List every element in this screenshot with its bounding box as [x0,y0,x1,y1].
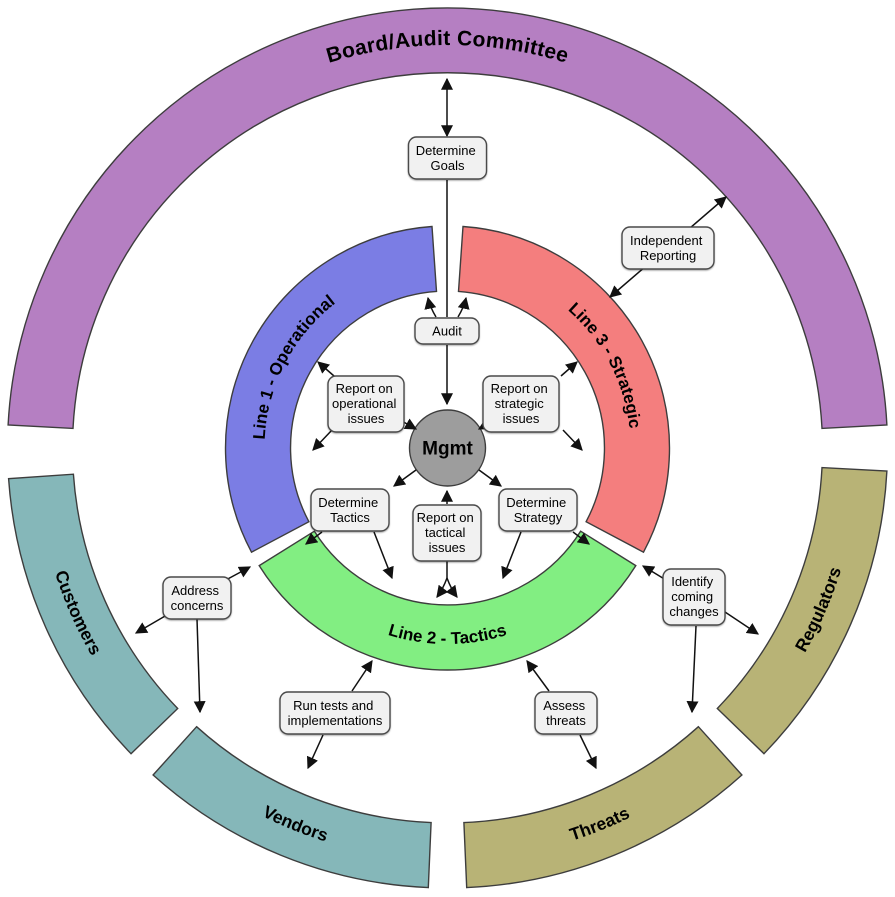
outer-arc-board [7,7,888,430]
independent-reporting-line2: Reporting [640,248,696,263]
arrow-strategic-arc-bottom [562,429,583,451]
arrow-tactics-gap [305,531,323,545]
outer-arc-customers [7,473,179,755]
arrow-operational-arc-bottom [312,429,333,451]
outer-arc-vendors [152,725,432,889]
svg-text:Assess threats: Assess threats [543,698,589,728]
arrow-runtests-line2 [351,660,373,692]
assess-threats-line1: Assess [543,698,585,713]
arrow-assess-line2 [526,660,550,692]
svg-text:Determine Goals: Determine Goals [416,143,480,173]
svg-text:Address concerns: Address concerns [171,583,224,613]
identify-changes-line3: changes [669,604,719,619]
arrow-identify-regulators [721,609,759,635]
address-concerns-box: Address concerns [162,576,232,620]
determine-goals-line2: Goals [431,158,465,173]
determine-strategy-line2: Strategy [514,510,563,525]
svg-text:Audit: Audit [432,324,462,339]
report-tactical-line1: Report on [417,510,474,525]
report-strategic-box: Report on strategic issues [482,375,560,433]
outer-arc-regulators [716,466,888,755]
svg-text:Identify coming ch: Identify coming changes [669,574,719,619]
arrow-mgmt-tactics [393,469,417,487]
independent-reporting-box: Independent Reporting [621,226,715,270]
svg-text:Determine Strategy: Determine Strategy [506,495,570,525]
arrow-runtests-vendors [307,734,324,770]
svg-text:Independent Reporting: Independent Reporting [630,233,706,263]
inner-arc-line1 [224,225,438,554]
arrow-operational-arc-top [317,361,335,377]
svg-text:Report on operational: Report on operational issues [332,381,400,426]
svg-text:Report on tactical: Report on tactical issues [417,510,478,555]
report-operational-box: Report on operational issues [327,375,405,433]
determine-goals-line1: Determine [416,143,476,158]
run-tests-line1: Run tests and [293,698,373,713]
assess-threats-box: Assess threats [534,691,598,735]
address-concerns-line1: Address [171,583,219,598]
independent-reporting-line1: Independent [630,233,703,248]
report-tactical-line3: issues [429,540,466,555]
inner-arc-line2 [258,530,637,671]
address-concerns-line2: concerns [171,598,224,613]
run-tests-line2: implementations [288,713,383,728]
identify-changes-box: Identify coming changes [662,568,726,626]
arrow-tactical-line2-left [436,577,449,598]
determine-strategy-box: Determine Strategy [498,488,578,532]
arrow-identify-threats [686,625,699,714]
arrow-assess-threats [579,734,597,770]
arrow-address-vendors [193,618,206,714]
arrow-strategic-arc-top [560,361,578,377]
determine-tactics-line1: Determine [318,495,378,510]
arrow-strategy-gap [572,531,590,545]
svg-text:Run tests and implementa: Run tests and implementations [288,698,383,728]
audit-box: Audit [414,317,480,345]
determine-tactics-line2: Tactics [330,510,370,525]
outer-arc-threats [463,725,743,889]
identify-changes-line2: coming [671,589,713,604]
mgmt-circle [408,409,487,487]
arrow-identify-inner [641,565,667,581]
assess-threats-line2: threats [546,713,586,728]
report-tactical-box: Report on tactical issues [412,504,482,562]
report-operational-line3: issues [348,411,385,426]
report-operational-line1: Report on [336,381,393,396]
report-strategic-line1: Report on [491,381,548,396]
arrow-tactics-line2 [373,531,394,580]
arrow-strategy-line2 [501,531,522,580]
arrow-mgmt-strategy [478,469,502,487]
inner-arc-line3 [457,225,671,554]
identify-changes-line1: Identify [671,574,713,589]
report-strategic-line2: strategic [495,396,545,411]
determine-goals-box: Determine Goals [407,136,488,180]
svg-text:Determine Tactics: Determine Tactics [318,495,382,525]
report-strategic-line3: issues [503,411,540,426]
mgmt-label: Mgmt [422,439,473,460]
svg-text:Report on strategic: Report on strategic issues [491,381,552,426]
report-operational-line2: operational [332,396,396,411]
run-tests-box: Run tests and implementations [279,691,391,735]
arrow-tactical-line2-right [445,577,458,598]
arrow-audit-line3 [457,296,470,318]
arrow-audit-line1 [424,296,437,318]
determine-tactics-box: Determine Tactics [310,488,390,532]
audit-label: Audit [432,324,462,339]
report-tactical-line2: tactical [425,525,466,540]
determine-strategy-line1: Determine [506,495,566,510]
